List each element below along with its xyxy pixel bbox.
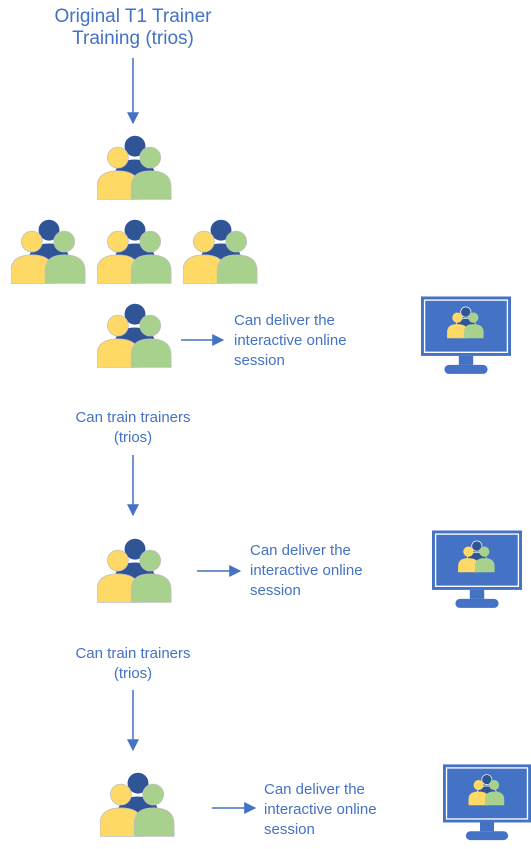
people-group-icon xyxy=(97,302,173,370)
people-group-icon xyxy=(97,537,173,605)
train-label-1: Can train trainers (trios) xyxy=(75,409,191,446)
monitor-icon xyxy=(443,760,531,848)
diagram-title: Original T1 Trainer Training (trios) xyxy=(28,6,238,50)
deliver-label-3: Can deliver the interactive online sessi… xyxy=(264,781,377,838)
title-line-1: Original T1 Trainer xyxy=(54,6,212,27)
title-line-2: Training (trios) xyxy=(72,28,194,49)
people-group-icon xyxy=(100,771,176,839)
people-group-icon xyxy=(97,134,173,202)
monitor-icon xyxy=(421,292,511,382)
train-label-2: Can train trainers (trios) xyxy=(75,645,191,682)
people-group-icon xyxy=(11,218,87,286)
monitor-icon xyxy=(432,526,522,616)
people-group-icon xyxy=(97,218,173,286)
people-group-icon xyxy=(183,218,259,286)
deliver-label-2: Can deliver the interactive online sessi… xyxy=(250,542,363,599)
deliver-label-1: Can deliver the interactive online sessi… xyxy=(234,312,347,369)
